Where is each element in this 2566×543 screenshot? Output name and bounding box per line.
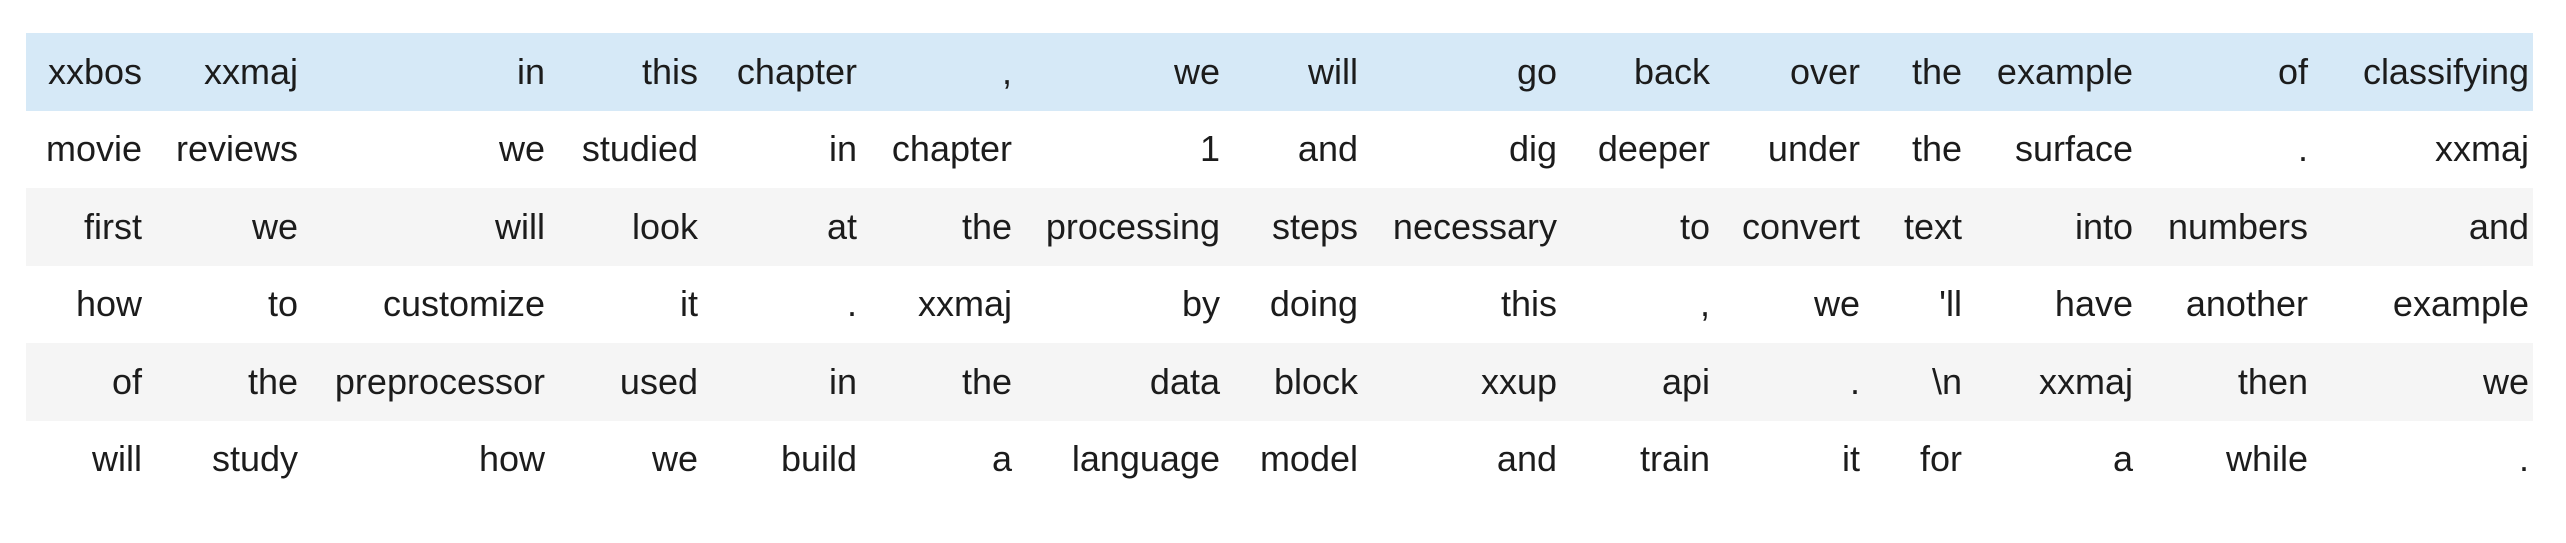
token-cell: xxmaj — [1966, 343, 2137, 421]
token-cell: the — [1864, 110, 1966, 188]
token-cell: it — [549, 265, 702, 343]
token-cell: will — [1224, 33, 1362, 111]
token-cell: under — [1714, 110, 1864, 188]
token-cell: 1 — [1016, 110, 1224, 188]
token-cell: how — [26, 265, 146, 343]
token-cell: by — [1016, 265, 1224, 343]
token-cell: studied — [549, 110, 702, 188]
token-cell: text — [1864, 188, 1966, 266]
token-cell: \n — [1864, 343, 1966, 421]
token-cell: data — [1016, 343, 1224, 421]
token-cell: reviews — [146, 110, 302, 188]
token-cell: the — [146, 343, 302, 421]
token-cell: train — [1561, 420, 1714, 498]
token-cell: we — [146, 188, 302, 266]
token-cell: steps — [1224, 188, 1362, 266]
token-cell: in — [302, 33, 549, 111]
token-cell: block — [1224, 343, 1362, 421]
token-cell: then — [2137, 343, 2312, 421]
token-cell: . — [2137, 110, 2312, 188]
token-cell: deeper — [1561, 110, 1714, 188]
token-cell: xxmaj — [146, 33, 302, 111]
token-cell: another — [2137, 265, 2312, 343]
token-cell: study — [146, 420, 302, 498]
token-cell: surface — [1966, 110, 2137, 188]
token-cell: first — [26, 188, 146, 266]
token-cell: preprocessor — [302, 343, 549, 421]
token-cell: we — [302, 110, 549, 188]
token-cell: for — [1864, 420, 1966, 498]
token-cell: api — [1561, 343, 1714, 421]
token-cell: dig — [1362, 110, 1561, 188]
token-cell: how — [302, 420, 549, 498]
token-cell: model — [1224, 420, 1362, 498]
token-cell: we — [1016, 33, 1224, 111]
token-cell: and — [1224, 110, 1362, 188]
token-cell: we — [1714, 265, 1864, 343]
token-cell: the — [861, 188, 1016, 266]
token-cell: in — [702, 343, 861, 421]
token-cell: this — [549, 33, 702, 111]
token-cell: classifying — [2312, 33, 2533, 111]
token-cell: will — [26, 420, 146, 498]
token-cell: numbers — [2137, 188, 2312, 266]
token-cell: while — [2137, 420, 2312, 498]
token-cell: we — [549, 420, 702, 498]
token-cell: in — [702, 110, 861, 188]
token-cell: of — [26, 343, 146, 421]
token-cell: a — [861, 420, 1016, 498]
token-cell: the — [1864, 33, 1966, 111]
token-cell: , — [861, 33, 1016, 111]
token-cell: doing — [1224, 265, 1362, 343]
token-cell: back — [1561, 33, 1714, 111]
token-cell: necessary — [1362, 188, 1561, 266]
token-cell: this — [1362, 265, 1561, 343]
token-cell: xxmaj — [861, 265, 1016, 343]
token-cell: . — [1714, 343, 1864, 421]
token-cell: example — [2312, 265, 2533, 343]
token-cell: language — [1016, 420, 1224, 498]
token-cell: a — [1966, 420, 2137, 498]
token-cell: convert — [1714, 188, 1864, 266]
token-cell: to — [146, 265, 302, 343]
token-cell: chapter — [702, 33, 861, 111]
token-cell: to — [1561, 188, 1714, 266]
token-cell: xxup — [1362, 343, 1561, 421]
token-cell: into — [1966, 188, 2137, 266]
token-cell: over — [1714, 33, 1864, 111]
token-cell: it — [1714, 420, 1864, 498]
token-cell: customize — [302, 265, 549, 343]
token-cell: , — [1561, 265, 1714, 343]
token-cell: we — [2312, 343, 2533, 421]
token-cell: 'll — [1864, 265, 1966, 343]
token-cell: processing — [1016, 188, 1224, 266]
token-cell: of — [2137, 33, 2312, 111]
token-cell: and — [2312, 188, 2533, 266]
token-cell: at — [702, 188, 861, 266]
token-cell: . — [702, 265, 861, 343]
token-cell: used — [549, 343, 702, 421]
token-cell: the — [861, 343, 1016, 421]
token-cell: xxbos — [26, 33, 146, 111]
token-cell: movie — [26, 110, 146, 188]
token-cell: . — [2312, 420, 2533, 498]
token-cell: build — [702, 420, 861, 498]
token-cell: xxmaj — [2312, 110, 2533, 188]
token-cell: look — [549, 188, 702, 266]
token-cell: have — [1966, 265, 2137, 343]
token-cell: will — [302, 188, 549, 266]
token-cell: example — [1966, 33, 2137, 111]
token-cell: go — [1362, 33, 1561, 111]
token-cell: and — [1362, 420, 1561, 498]
token-cell: chapter — [861, 110, 1016, 188]
